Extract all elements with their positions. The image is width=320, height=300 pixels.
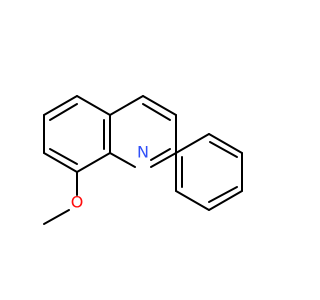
molecule-canvas: N O xyxy=(43,95,243,225)
structure-diagram-main: N O xyxy=(43,95,243,225)
bond-25 xyxy=(175,190,210,211)
bond-20 xyxy=(208,133,243,154)
bond-18 xyxy=(43,209,70,225)
bond-14 xyxy=(150,152,177,168)
bond-7 xyxy=(76,152,111,173)
oxygen-atom-label: O xyxy=(71,193,84,212)
bond-12 xyxy=(142,103,171,121)
bond-2 xyxy=(43,95,78,116)
bond-8 xyxy=(43,152,78,173)
bond-15 xyxy=(150,148,171,161)
bond-24 xyxy=(208,186,238,203)
bond-11 xyxy=(142,95,177,116)
bond-3 xyxy=(49,103,78,121)
bond-16 xyxy=(109,152,136,168)
bond-23 xyxy=(208,190,243,211)
bond-19 xyxy=(175,133,210,154)
bond-4 xyxy=(76,95,111,116)
bond-9 xyxy=(49,148,78,165)
nitrogen-atom-label: N xyxy=(137,143,149,162)
bond-21 xyxy=(209,141,238,158)
bond-10 xyxy=(109,95,144,116)
